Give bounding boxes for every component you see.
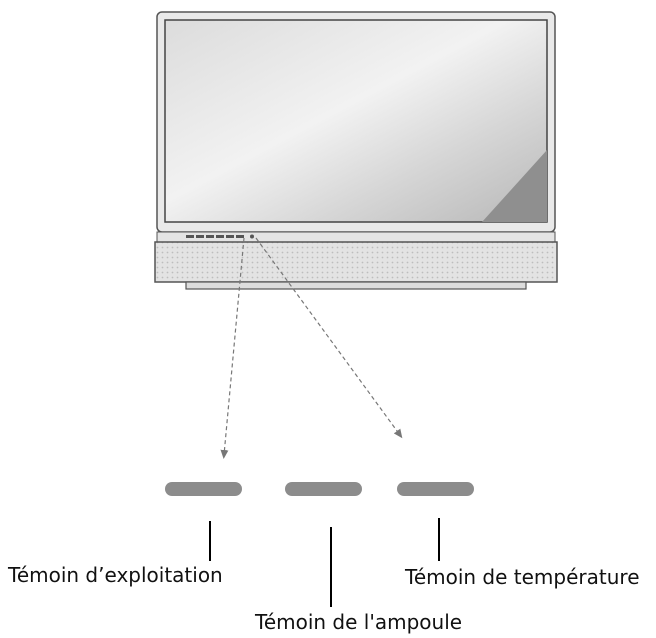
operation-indicator-led [165,482,242,496]
lamp-indicator-led [285,482,362,496]
temperature-indicator-led [397,482,474,496]
operation-indicator-label: Témoin d’exploitation [8,563,223,587]
dashed-arrow-right [255,237,403,439]
tv-screen [164,19,548,223]
dashed-arrow-left [220,237,245,459]
screen-reflection [482,150,547,222]
tv-icon [154,11,558,290]
tv-stand [185,281,527,290]
lamp-indicator-label: Témoin de l'ampoule [255,610,463,634]
speaker-grille [154,241,558,283]
control-buttons [186,234,254,239]
temperature-indicator-label: Témoin de température [405,565,640,589]
